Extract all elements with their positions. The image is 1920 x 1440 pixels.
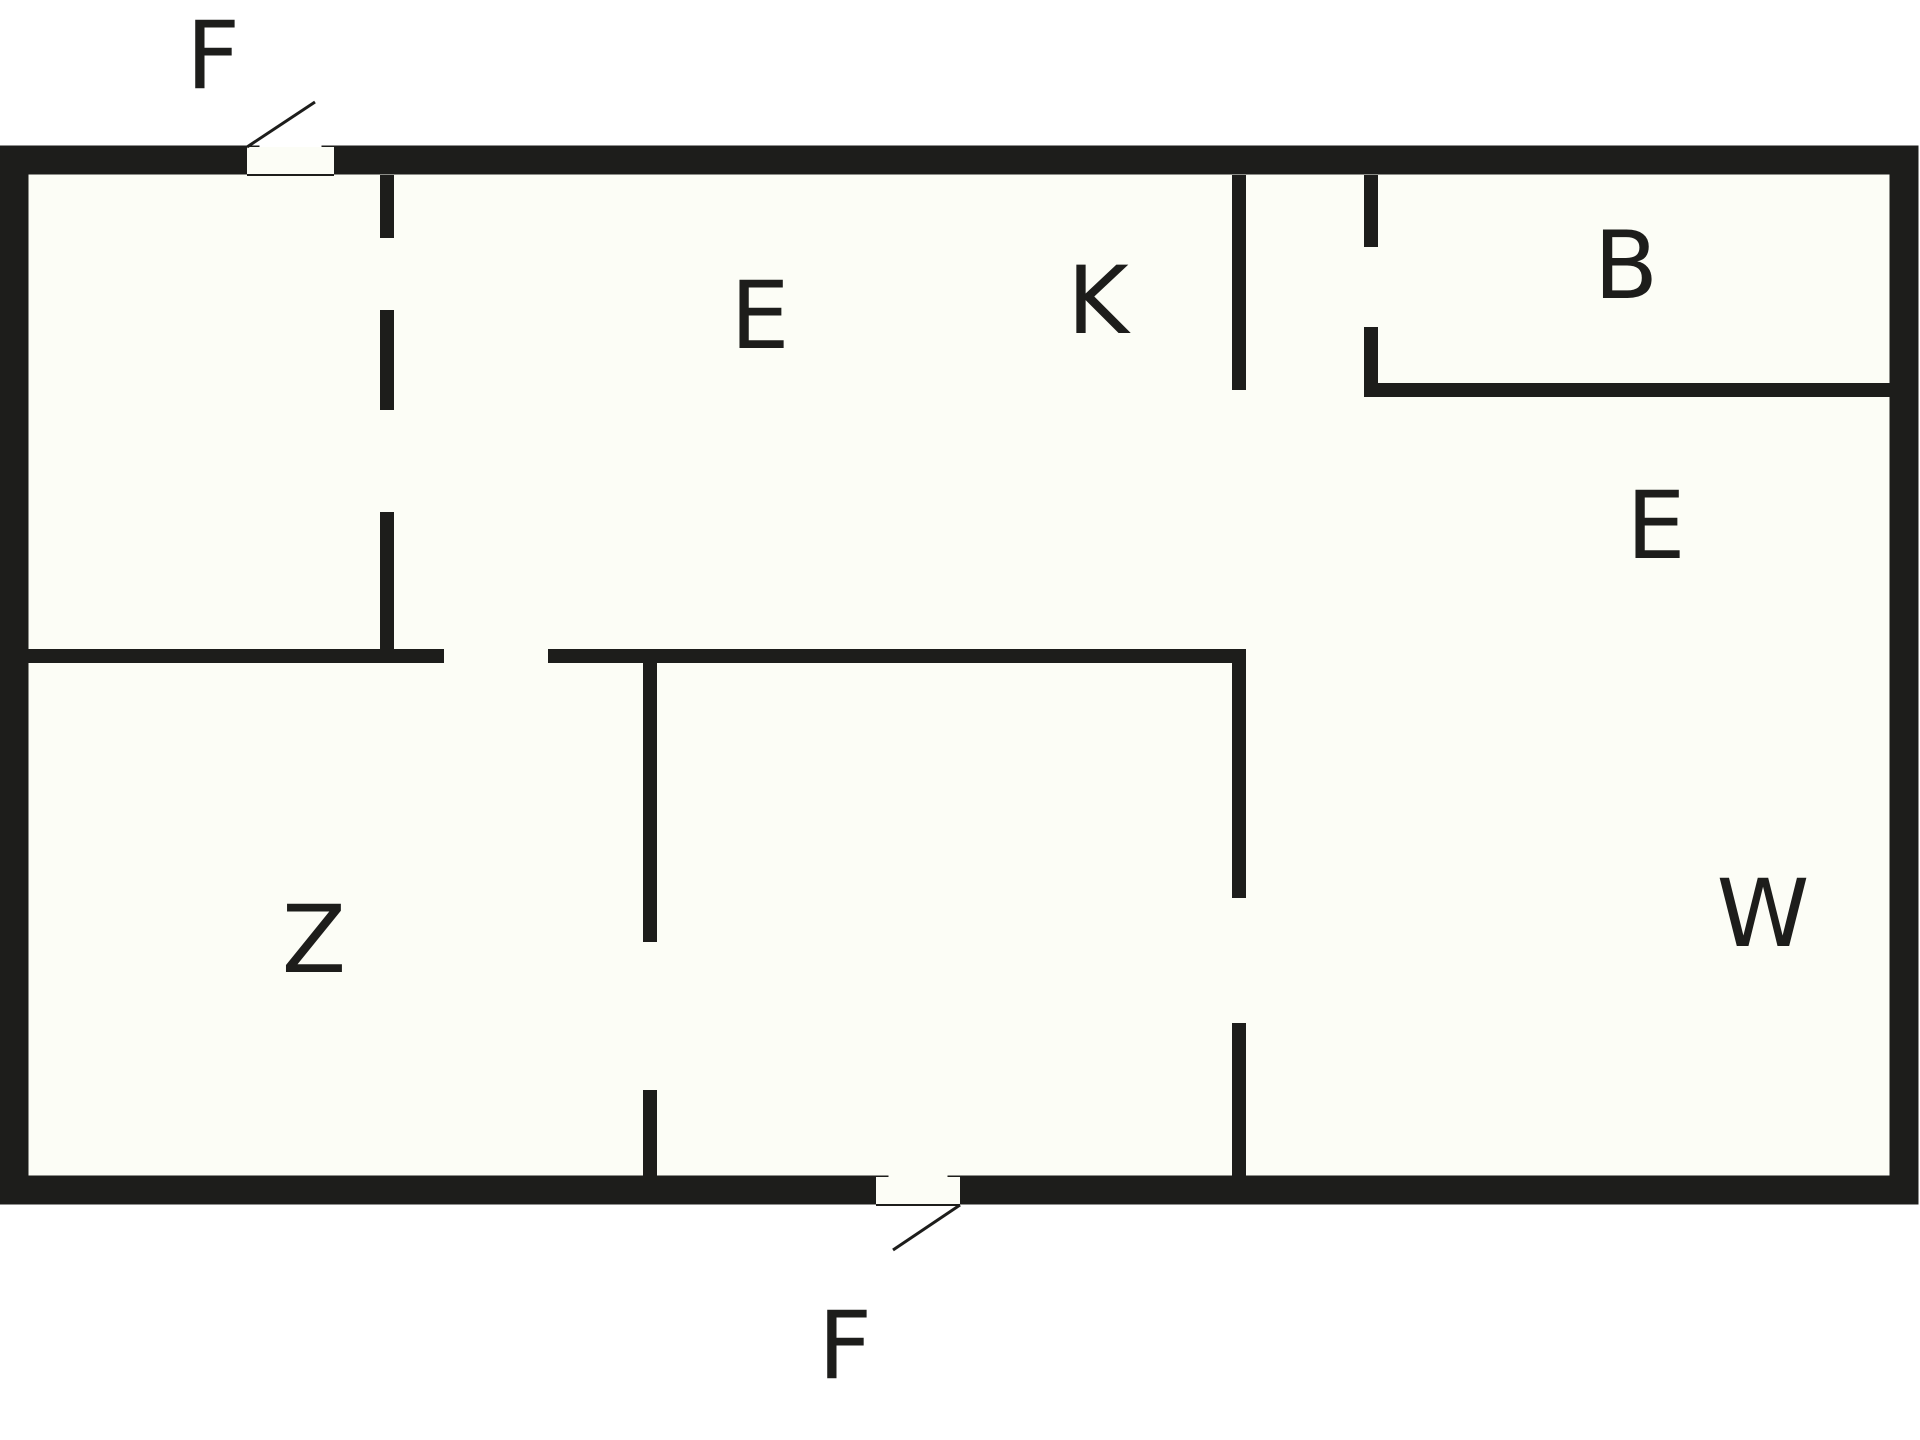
floor-area [14,160,1904,1190]
door-bottom [876,1177,961,1252]
room-label-bedroom: Z [282,886,346,995]
room-label-entry-top: E [730,262,789,371]
outer-walls [0,145,1919,1205]
room-label-living: W [1717,860,1810,969]
door-top [246,100,334,176]
door-label-top: F [186,2,240,111]
room-label-kitchen: K [1067,247,1131,356]
room-label-entry-right: E [1626,472,1685,581]
room-label-bath: B [1594,212,1659,321]
interior-walls [20,175,1897,1178]
door-label-bottom: F [818,1292,872,1401]
